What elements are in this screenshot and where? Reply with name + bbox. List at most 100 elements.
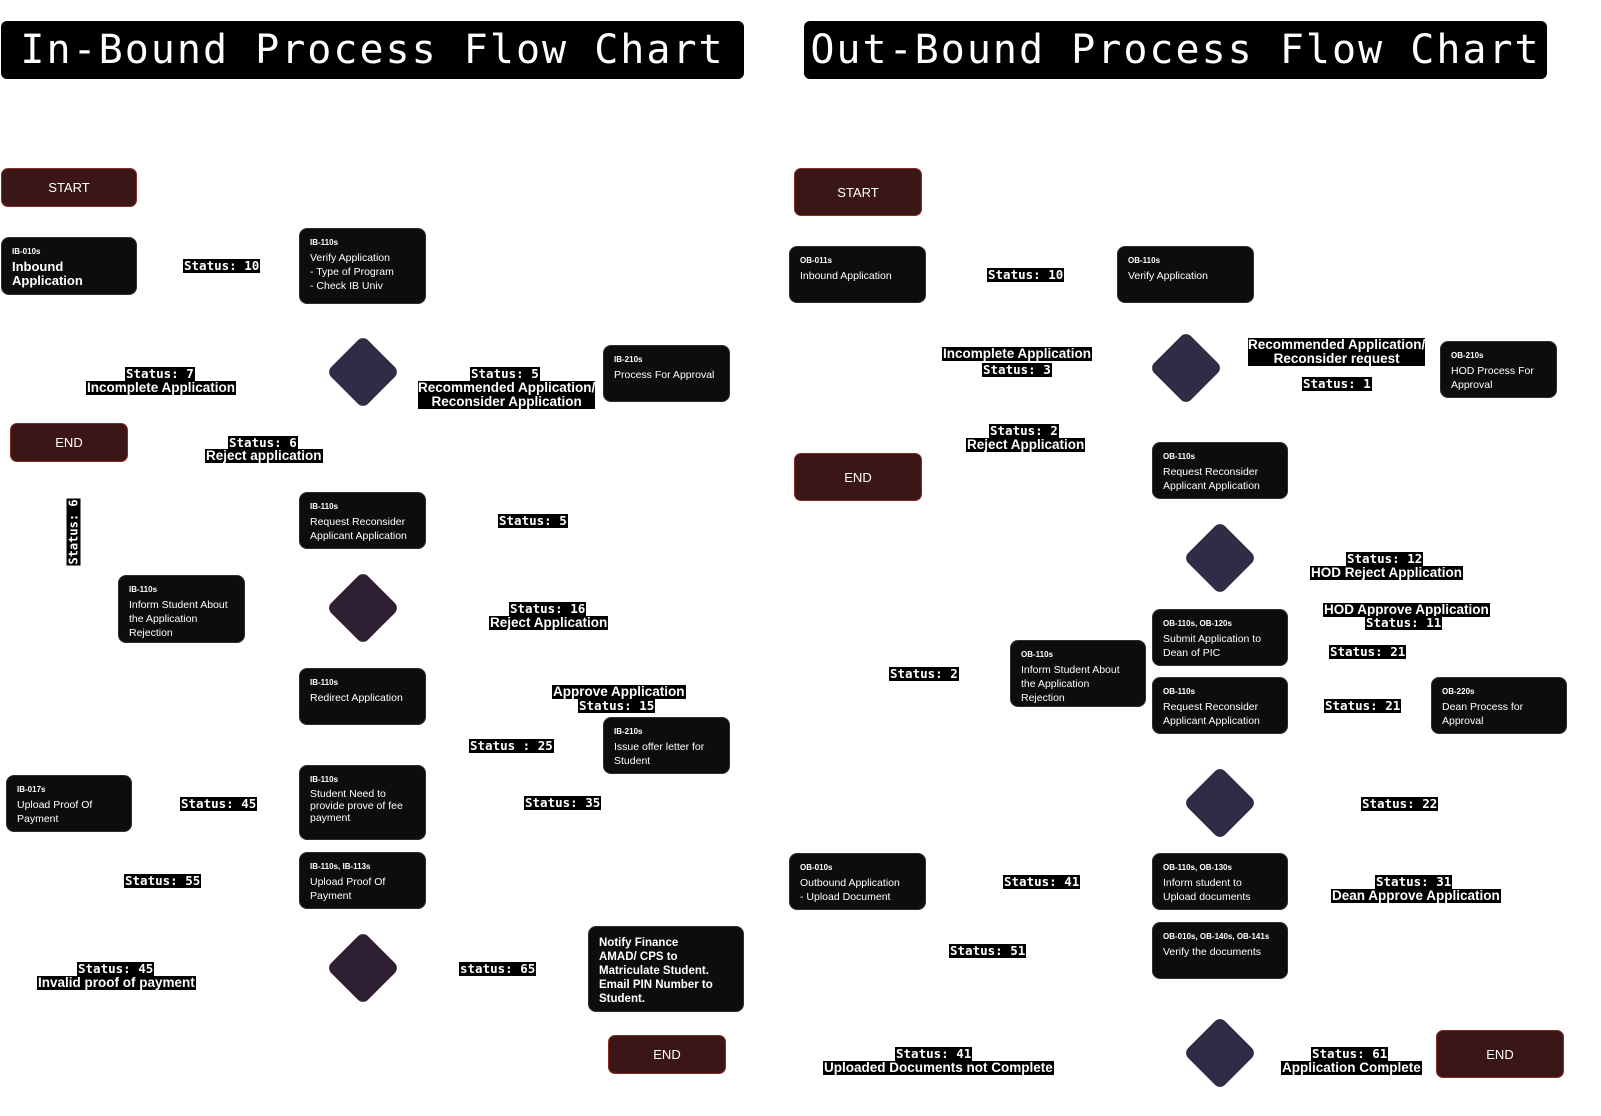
inbound-decision-1 <box>326 335 400 409</box>
ob-status-3: Status: 3 <box>982 362 1052 377</box>
ib-status-5b: Status: 5 <box>498 513 568 528</box>
ib-status-45: Status: 45 <box>180 796 258 811</box>
ib-status-10: Status: 10 <box>183 258 261 273</box>
ib-reject-label: Reject application <box>205 448 323 463</box>
ob-request-reconsider-box-2: OB-110s Request Reconsider Applicant App… <box>1152 677 1288 734</box>
verify-application-box: IB-110s Verify Application - Type of Pro… <box>299 228 426 304</box>
ob-dean-approval-box: OB-220s Dean Process for Approval <box>1431 677 1567 734</box>
ob-status-11: Status: 11 <box>1365 615 1443 630</box>
box-text: Dean Process for Approval <box>1442 701 1524 727</box>
box-text: Inbound Application <box>12 259 83 288</box>
outbound-decision-1 <box>1149 331 1223 405</box>
notify-finance-box: Notify Finance AMAD/ CPS to Matriculate … <box>588 926 744 1012</box>
ib-status-5: Status: 5 <box>470 366 540 381</box>
outbound-decision-3 <box>1183 766 1257 840</box>
ob-request-reconsider-box-1: OB-110s Request Reconsider Applicant App… <box>1152 442 1288 499</box>
inbound-decision-3 <box>326 931 400 1005</box>
ob-inform-upload-box: OB-110s, OB-130s Inform student to Uploa… <box>1152 853 1288 910</box>
ib-status-6: Status: 6 <box>228 435 298 450</box>
box-text: Request Reconsider Applicant Application <box>1163 466 1260 492</box>
ob-hod-approval-box: OB-210s HOD Process For Approval <box>1440 341 1557 398</box>
box-text: Verify the documents <box>1163 946 1262 958</box>
ib-status-25: Status : 25 <box>469 738 554 753</box>
box-text: Outbound Application - Upload Document <box>800 877 900 903</box>
inbound-end-1: END <box>10 423 128 462</box>
box-text: Upload Proof Of Payment <box>17 799 93 825</box>
process-for-approval-box: IB-210s Process For Approval <box>603 345 730 402</box>
ib-status-35: Status: 35 <box>524 795 602 810</box>
inform-rejection-box: IB-110s Inform Student About the Applica… <box>118 575 245 643</box>
box-code: IB-210s <box>614 355 643 364</box>
box-code: OB-110s, OB-120s <box>1163 619 1232 628</box>
box-code: IB-110s, IB-113s <box>310 862 371 871</box>
inbound-application-box: IB-010s Inbound Application <box>1 237 137 295</box>
ob-status-10: Status: 10 <box>987 267 1065 282</box>
box-code: OB-110s <box>1021 650 1054 659</box>
box-code: IB-017s <box>17 785 46 794</box>
box-code: IB-110s <box>310 775 339 784</box>
box-code: IB-010s <box>12 247 41 256</box>
ob-status-41b: Status: 41 <box>895 1046 973 1061</box>
ob-docs-incomplete-label: Uploaded Documents not Complete <box>823 1060 1054 1075</box>
box-text: Inform Student About the Application Rej… <box>129 599 228 639</box>
ib-incomplete-label: Incomplete Application <box>86 380 237 395</box>
box-text: Request Reconsider Applicant Application <box>310 516 407 542</box>
box-text: Process For Approval <box>614 369 715 381</box>
ob-verify-application-box: OB-110s Verify Application <box>1117 246 1254 303</box>
box-text: Upload Proof Of Payment <box>310 876 386 902</box>
ob-status-22: Status: 22 <box>1361 796 1439 811</box>
box-code: OB-010s, OB-140s, OB-141s <box>1163 932 1270 941</box>
box-text: Inbound Application <box>800 270 892 282</box>
upload-proof-box: IB-017s Upload Proof Of Payment <box>6 775 132 832</box>
issue-offer-letter-box: IB-210s Issue offer letter for Student <box>603 717 730 774</box>
box-text: Student Need to provide prove of fee pay… <box>310 788 403 824</box>
box-text: Verify Application - Type of Program - C… <box>310 252 394 292</box>
ib-reject-application-label: Reject Application <box>489 615 609 630</box>
ob-status-41: Status: 41 <box>1003 874 1081 889</box>
ob-status-21b: Status: 21 <box>1324 698 1402 713</box>
ib-status-6-vertical: Status: 6 <box>66 498 81 566</box>
ob-verify-documents-box: OB-010s, OB-140s, OB-141s Verify the doc… <box>1152 922 1288 979</box>
outbound-end-2: END <box>1436 1030 1564 1078</box>
ob-hod-approve-label: HOD Approve Application <box>1323 602 1490 617</box>
box-text: Notify Finance AMAD/ CPS to Matriculate … <box>599 937 713 1005</box>
request-reconsider-box: IB-110s Request Reconsider Applicant App… <box>299 492 426 549</box>
box-code: IB-110s <box>310 502 339 511</box>
ib-status-55: Status: 55 <box>124 873 202 888</box>
ob-upload-document-box: OB-010s Outbound Application - Upload Do… <box>789 853 926 910</box>
inbound-title: In-Bound Process Flow Chart <box>1 21 744 79</box>
box-text: Request Reconsider Applicant Application <box>1163 701 1260 727</box>
outbound-title: Out-Bound Process Flow Chart <box>804 21 1547 79</box>
ob-status-2b: Status: 2 <box>889 666 959 681</box>
ob-status-21a: Status: 21 <box>1329 644 1407 659</box>
ob-complete-label: Application Complete <box>1281 1060 1422 1075</box>
ob-status-31: Status: 31 <box>1375 874 1453 889</box>
ob-incomplete-label: Incomplete Application <box>942 346 1093 361</box>
box-code: IB-110s <box>310 238 339 247</box>
ib-status-45b: Status: 45 <box>77 961 155 976</box>
box-text: Verify Application <box>1128 270 1208 282</box>
box-code: IB-110s <box>129 585 158 594</box>
box-text: Inform Student About the Application Rej… <box>1021 664 1120 704</box>
ob-status-2: Status: 2 <box>989 423 1059 438</box>
fee-proof-box: IB-110s Student Need to provide prove of… <box>299 765 426 840</box>
ib-invalid-proof-label: Invalid proof of payment <box>37 975 196 990</box>
outbound-end-1: END <box>794 453 922 501</box>
ob-status-51: Status: 51 <box>949 943 1027 958</box>
ib-status-65: status: 65 <box>459 961 537 976</box>
box-text: HOD Process For Approval <box>1451 365 1534 391</box>
upload-proof-113-box: IB-110s, IB-113s Upload Proof Of Payment <box>299 852 426 909</box>
outbound-decision-4 <box>1183 1016 1257 1090</box>
box-code: OB-110s <box>1163 452 1196 461</box>
box-text: Submit Application to Dean of PIC <box>1163 633 1262 659</box>
ob-reject-label: Reject Application <box>966 437 1086 452</box>
ob-hod-reject-label: HOD Reject Application <box>1310 565 1464 580</box>
box-code: OB-110s <box>1163 687 1196 696</box>
outbound-decision-2 <box>1183 521 1257 595</box>
ob-inbound-application-box: OB-011s Inbound Application <box>789 246 926 303</box>
box-text: Issue offer letter for Student <box>614 741 705 767</box>
ib-status-7: Status: 7 <box>125 366 195 381</box>
ob-status-12: Status: 12 <box>1346 551 1424 566</box>
ib-status-15: Status: 15 <box>578 698 656 713</box>
ib-status-16: Status: 16 <box>509 601 587 616</box>
